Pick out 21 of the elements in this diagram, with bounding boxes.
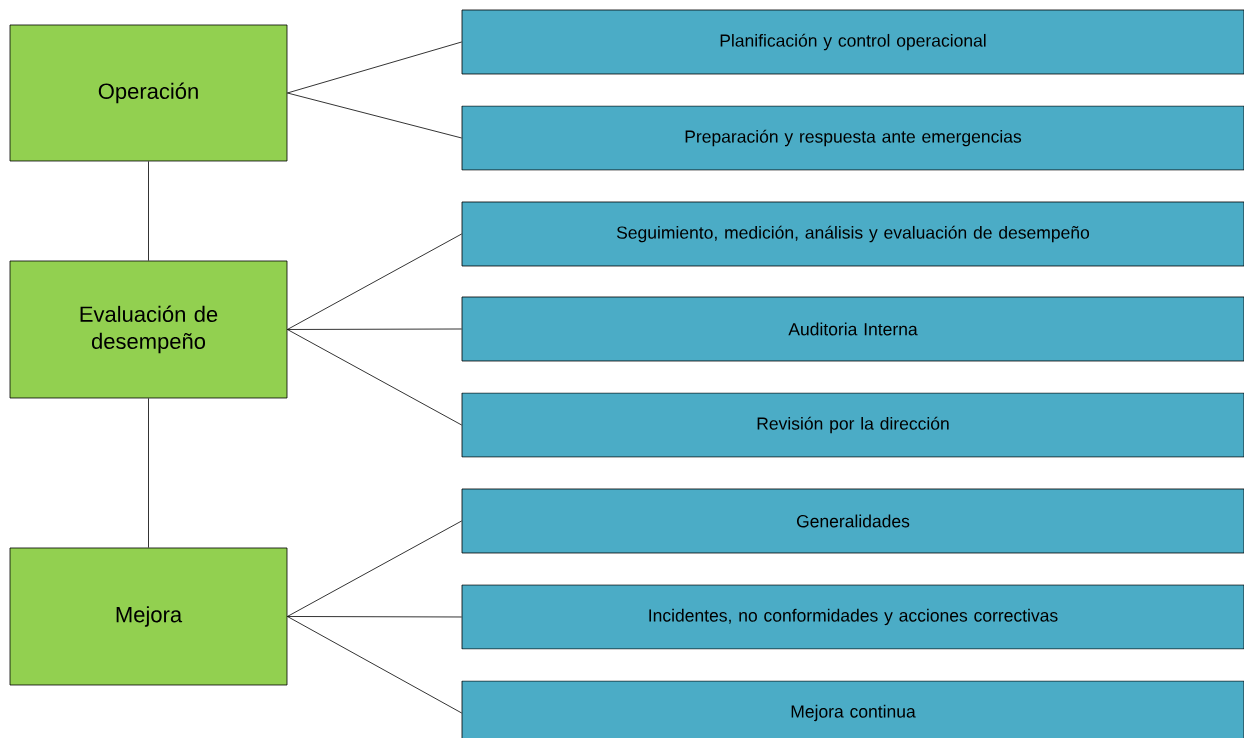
connector-line	[148, 398, 149, 548]
sub-box: Mejora continua	[461, 680, 1244, 738]
sub-box: Preparación y respuesta ante emergencias	[461, 105, 1244, 171]
sub-box: Seguimiento, medición, análisis y evaluación de desempeño	[461, 201, 1244, 267]
connector-line	[287, 92, 462, 139]
main-box: Operación	[9, 24, 288, 162]
connector-line	[287, 41, 462, 94]
connector-line	[287, 616, 462, 714]
connector-line	[287, 328, 462, 330]
connector-line	[148, 161, 149, 261]
connector-line	[287, 520, 462, 617]
sub-box: Incidentes, no conformidades y acciones correctivas	[461, 584, 1244, 650]
connector-line	[287, 233, 462, 330]
connector-line	[287, 329, 462, 426]
sub-box: Planificación y control operacional	[461, 9, 1244, 75]
sub-box: Auditoria Interna	[461, 296, 1244, 362]
connector-line	[287, 616, 462, 618]
sub-box: Generalidades	[461, 488, 1244, 554]
main-box: Evaluación de desempeño	[9, 260, 288, 399]
main-box: Mejora	[9, 547, 288, 686]
sub-box: Revisión por la dirección	[461, 392, 1244, 458]
